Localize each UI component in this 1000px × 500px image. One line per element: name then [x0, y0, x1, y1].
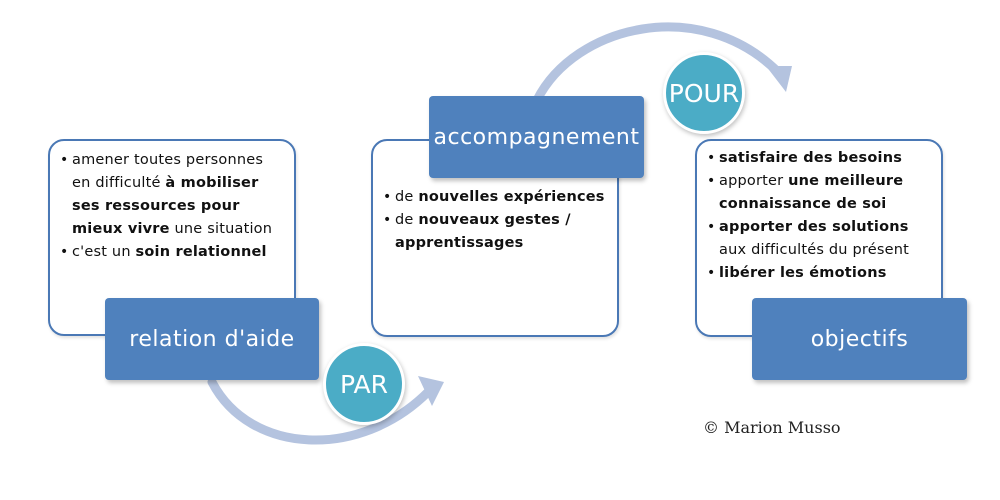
bold-text: à mobiliser ses ressources pour mieux vi…	[72, 175, 259, 237]
curved-arrow-top	[532, 22, 783, 105]
bold-text: libérer les émotions	[719, 265, 887, 281]
list-accompagnement: de nouvelles expériencesde nouveaux gest…	[383, 186, 609, 255]
list-item: satisfaire des besoins	[707, 147, 933, 170]
list-item: libérer les émotions	[707, 262, 933, 285]
bold-text: nouvelles expériences	[418, 189, 605, 205]
text: de	[395, 189, 419, 205]
bold-text: soin relationnel	[135, 244, 267, 260]
copyright-text: © Marion Musso	[703, 418, 841, 437]
bold-text: satisfaire des besoins	[719, 150, 903, 166]
text: de	[395, 212, 419, 228]
text: c'est un	[72, 244, 136, 260]
text: amener toutes personnes en difficulté	[72, 152, 264, 191]
text: aux difficultés du présent	[719, 242, 910, 258]
tab-relation-aide: relation d'aide	[105, 298, 319, 380]
list-item: apporter une meilleure connaissance de s…	[707, 170, 933, 216]
list-item: de nouvelles expériences	[383, 186, 609, 209]
list-item: amener toutes personnes en difficulté à …	[60, 149, 286, 241]
bold-text: nouveaux gestes / apprentissages	[395, 212, 571, 251]
connector-pour: POUR	[663, 52, 745, 134]
list-item: c'est un soin relationnel	[60, 241, 286, 264]
arrowhead-bottom	[418, 376, 444, 406]
connector-par: PAR	[323, 343, 405, 425]
text: une situation	[169, 221, 273, 237]
list-objectifs: satisfaire des besoins apporter une meill…	[707, 147, 933, 285]
tab-accompagnement: accompagnement	[429, 96, 644, 178]
list-relation-aide: amener toutes personnes en difficulté à …	[60, 149, 286, 264]
text: apporter	[719, 173, 789, 189]
tab-objectifs: objectifs	[752, 298, 967, 380]
list-item: de nouveaux gestes / apprentissages	[383, 209, 609, 255]
curved-arrow-bottom	[207, 377, 433, 445]
bold-text: une meilleure connaissance de soi	[719, 173, 904, 212]
bold-text: apporter des solutions	[719, 219, 909, 235]
list-item: apporter des solutions aux difficultés d…	[707, 216, 933, 262]
arrowhead-top	[766, 66, 792, 92]
